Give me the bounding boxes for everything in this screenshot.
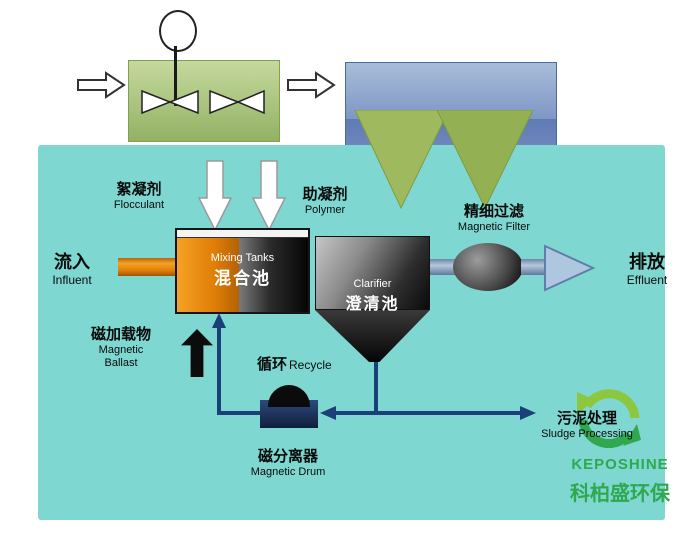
clarifier-title: Clarifier 澄清池 bbox=[345, 278, 400, 313]
filter-to-outlet-pipe bbox=[521, 259, 549, 275]
inlet-arrow-icon bbox=[77, 71, 126, 99]
sludge-processing-label: 污泥处理 Sludge Processing bbox=[541, 410, 633, 440]
mixing-tank-orange-section bbox=[177, 238, 239, 312]
mixer-motor-icon bbox=[159, 10, 197, 52]
magnetic-drum-label: 磁分离器 Magnetic Drum bbox=[250, 448, 326, 478]
mixing-tank-rim bbox=[177, 230, 308, 238]
mixing-tank-dark-section bbox=[238, 238, 308, 312]
polymer-label: 助凝剂 Polymer bbox=[302, 186, 348, 216]
magnetic-ballast-label: 磁加载物 Magnetic Ballast bbox=[90, 326, 151, 369]
polymer-feed-arrow-icon bbox=[252, 160, 286, 232]
mixer-impeller-icon bbox=[141, 89, 265, 115]
effluent-label: 排放 Effluent bbox=[626, 252, 668, 288]
magnetic-filter-label: 精细过滤 Magnetic Filter bbox=[457, 203, 531, 233]
mixer-shaft bbox=[174, 46, 177, 106]
logo-name: KEPOSHINE bbox=[571, 456, 669, 473]
magnetic-filter-drum bbox=[453, 243, 523, 291]
mixing-tank-title: Mixing Tanks 混合池 bbox=[210, 252, 275, 288]
effluent-arrow-icon bbox=[544, 244, 596, 292]
clarifier-body bbox=[315, 236, 430, 310]
lamella-plates-icon bbox=[354, 110, 534, 210]
clarifier-funnel bbox=[315, 310, 430, 362]
recycle-logo-icon bbox=[577, 389, 641, 448]
clarifier: Clarifier 澄清池 bbox=[315, 236, 430, 362]
mixing-tank: Mixing Tanks 混合池 bbox=[175, 228, 310, 314]
flocculant-label: 絮凝剂 Flocculant bbox=[113, 181, 165, 211]
recycle-label: 循环 Recycle bbox=[257, 356, 332, 373]
transfer-arrow-icon bbox=[287, 71, 336, 99]
logo-chinese-name: 科柏盛环保 bbox=[570, 483, 670, 505]
clarifier-to-filter-pipe bbox=[430, 259, 456, 275]
influent-label: 流入 Influent bbox=[52, 252, 92, 288]
flocculant-feed-arrow-icon bbox=[198, 160, 232, 232]
influent-pipe bbox=[118, 258, 178, 276]
